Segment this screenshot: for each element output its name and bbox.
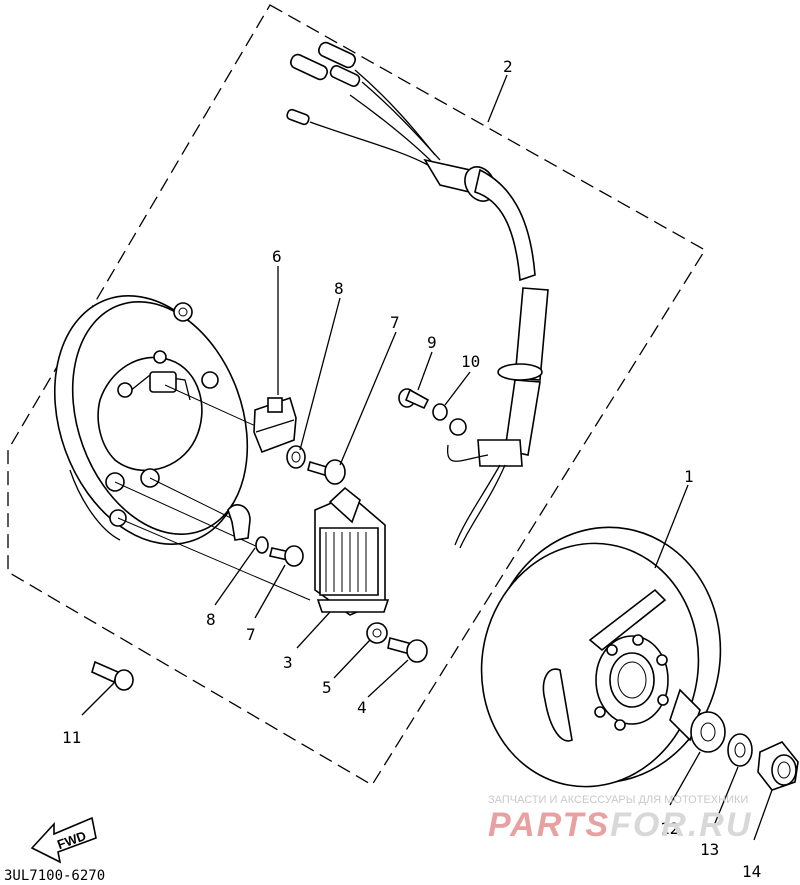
callout-4: 4	[357, 698, 367, 717]
callout-leaders	[81, 74, 773, 841]
callout-8-lower: 8	[206, 610, 216, 629]
drawing-code: 3UL7100-6270	[4, 868, 105, 884]
callout-14: 14	[742, 862, 761, 881]
washer-13	[727, 733, 753, 767]
screw-9	[398, 388, 430, 410]
washer-lower	[255, 536, 269, 554]
callout-1: 1	[684, 467, 694, 486]
watermark-brand-left: PARTS	[488, 806, 610, 844]
watermark-caption: ЗАПЧАСТИ И АКСЕССУАРЫ ДЛЯ МОТОТЕХНИКИ	[488, 794, 748, 806]
callout-10: 10	[461, 352, 480, 371]
washer-10	[432, 403, 448, 421]
callout-7-lower: 7	[246, 625, 256, 644]
wire-harness	[286, 41, 549, 549]
wire-clamp	[227, 504, 251, 541]
screw-upper	[307, 459, 346, 485]
callout-6: 6	[272, 247, 282, 266]
callout-2: 2	[503, 57, 513, 76]
pickup-coil	[253, 396, 297, 454]
nut-14	[757, 741, 799, 791]
screw-lower	[269, 545, 304, 567]
washer-upper	[286, 445, 306, 469]
charging-coil	[314, 486, 390, 616]
screw-11	[91, 660, 134, 691]
callout-9: 9	[427, 333, 437, 352]
callout-11: 11	[62, 728, 81, 747]
forward-direction-arrow: FWD	[30, 816, 97, 864]
callout-7-upper: 7	[390, 313, 400, 332]
callout-5: 5	[322, 678, 332, 697]
callout-8-upper: 8	[334, 279, 344, 298]
callout-13: 13	[700, 840, 719, 859]
washer-12	[690, 711, 726, 753]
screw-4	[387, 637, 428, 663]
callout-3: 3	[283, 653, 293, 672]
stator-base-plate	[53, 295, 249, 545]
washer-5	[366, 622, 388, 644]
watermark-brand-right: FOR.RU	[610, 806, 752, 844]
callout-12: 12	[660, 819, 679, 838]
watermark-brand: PARTSFOR.RU	[488, 806, 752, 844]
flywheel-rotor	[480, 526, 722, 788]
